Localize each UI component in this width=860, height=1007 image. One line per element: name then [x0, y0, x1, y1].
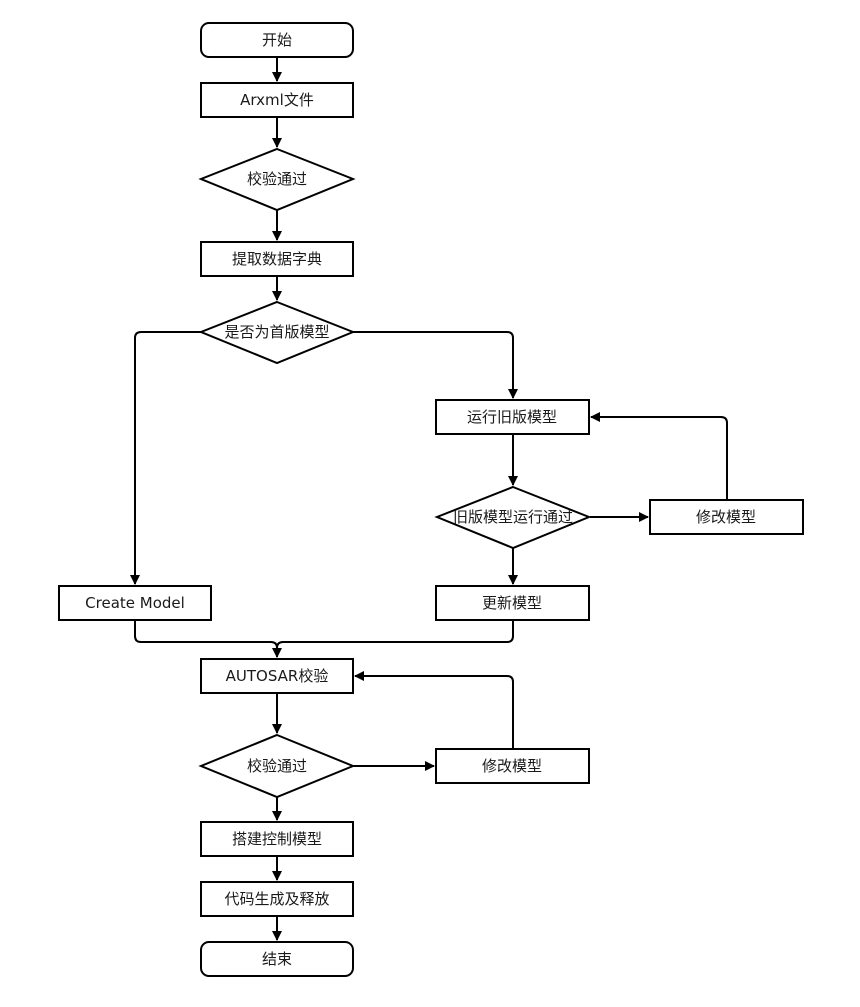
arxml-file-process-shape [200, 82, 354, 118]
check-pass-2-label: 校验通过 [247, 757, 307, 775]
start-label: 开始 [262, 31, 292, 49]
node-codegen-release: 代码生成及释放 [200, 881, 354, 917]
node-check-pass-1: 校验通过 [198, 147, 356, 212]
run-old-model-process-shape [435, 399, 590, 435]
old-model-run-pass-decision-shape [434, 485, 592, 550]
edge-modify2-to-autosar [354, 671, 514, 749]
codegen-release-label: 代码生成及释放 [224, 890, 329, 908]
edge-update-to-autosar [276, 620, 514, 649]
edges [130, 56, 728, 941]
check-pass-1-decision-shape [198, 147, 356, 212]
modify-model-1-process-shape [649, 499, 804, 535]
node-build-control-model: 搭建控制模型 [200, 821, 354, 857]
node-arxml-file: Arxml文件 [200, 82, 354, 118]
node-update-model: 更新模型 [435, 585, 590, 621]
node-start: 开始 [200, 22, 354, 58]
edge-first-to-runold [353, 331, 518, 399]
end-label: 结束 [262, 950, 292, 968]
node-check-pass-2: 校验通过 [198, 733, 356, 799]
run-old-model-label: 运行旧版模型 [467, 408, 557, 426]
autosar-check-process-shape [200, 658, 354, 694]
start-terminal-shape [200, 22, 354, 58]
node-create-model: Create Model [58, 585, 212, 621]
modify-model-2-label: 修改模型 [482, 757, 542, 775]
node-end: 结束 [200, 941, 354, 977]
create-model-label: Create Model [85, 594, 185, 612]
node-is-first-model: 是否为首版模型 [198, 300, 356, 365]
edge-modify1-to-runold [590, 412, 728, 500]
update-model-label: 更新模型 [482, 594, 542, 612]
extract-dictionary-label: 提取数据字典 [232, 250, 322, 268]
extract-dictionary-process-shape [200, 241, 354, 277]
modify-model-2-process-shape [435, 748, 590, 784]
is-first-model-decision-shape [198, 300, 356, 365]
end-terminal-shape [200, 941, 354, 977]
modify-model-1-label: 修改模型 [696, 508, 756, 526]
build-control-model-process-shape [200, 821, 354, 857]
edge-create-to-autosar [134, 620, 282, 658]
node-old-model-run-pass: 旧版模型运行通过 [434, 485, 592, 550]
old-model-run-pass-label: 旧版模型运行通过 [453, 508, 573, 526]
build-control-model-label: 搭建控制模型 [232, 830, 322, 848]
edge-first-to-create [130, 331, 201, 585]
node-run-old-model: 运行旧版模型 [435, 399, 590, 435]
create-model-process-shape [58, 585, 212, 621]
codegen-release-process-shape [200, 881, 354, 917]
is-first-model-label: 是否为首版模型 [224, 323, 329, 341]
node-autosar-check: AUTOSAR校验 [200, 658, 354, 694]
autosar-check-label: AUTOSAR校验 [226, 667, 329, 685]
node-extract-dictionary: 提取数据字典 [200, 241, 354, 277]
update-model-process-shape [435, 585, 590, 621]
node-modify-model-1: 修改模型 [649, 499, 804, 535]
arxml-file-label: Arxml文件 [240, 91, 314, 109]
check-pass-2-decision-shape [198, 733, 356, 799]
node-modify-model-2: 修改模型 [435, 748, 590, 784]
check-pass-1-label: 校验通过 [247, 170, 307, 188]
